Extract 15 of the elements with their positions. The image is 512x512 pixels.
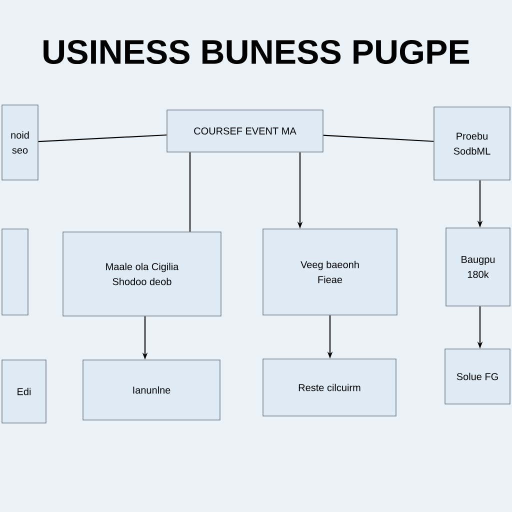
connector-line (189, 152, 191, 232)
process-box: Veeg baeonh Fieae (262, 228, 398, 316)
process-box: Solue FG (444, 348, 510, 404)
process-box: noid seo (2, 104, 38, 180)
connector-line (38, 134, 167, 142)
process-box: Proebu SodbML (434, 106, 510, 180)
connector-line (323, 134, 434, 142)
process-box: Baugpu 180k (446, 228, 510, 306)
empty-box (2, 228, 28, 316)
process-box: COURSEF EVENT MA (166, 110, 324, 152)
process-box: Ianunlne (82, 360, 220, 420)
title: USINESS BUNESS PUGPE (44, 40, 470, 64)
process-box: Reste cilcuirm (262, 358, 396, 416)
process-box: Edi (2, 360, 46, 424)
process-box: Maale ola Cigilia Shodoo deob (62, 232, 222, 316)
